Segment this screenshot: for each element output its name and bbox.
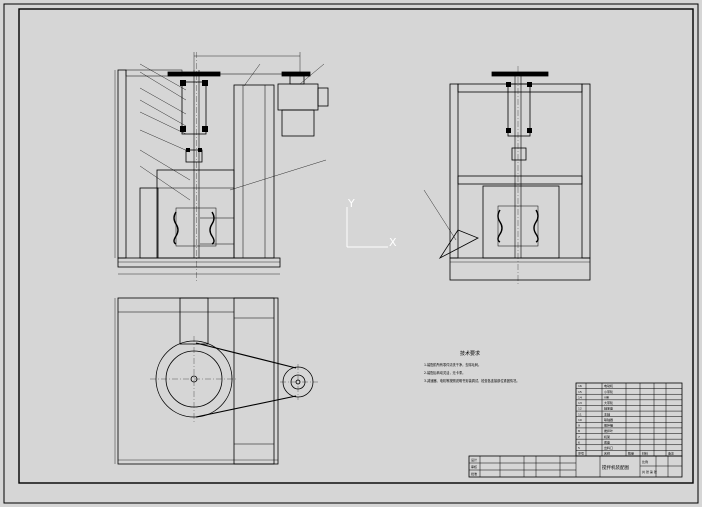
part-number: 5 (578, 446, 580, 450)
part-name: 搅拌叶 (604, 428, 613, 433)
technical-notes: 技术要求 1.装配前所有零件清洗干净，去除毛刺。 2.装配后转动灵活，无卡滞。 … (424, 350, 519, 383)
inner-frame (18, 8, 694, 484)
part-number: 13 (578, 401, 582, 405)
sheet-label: 共 张 第 张 (642, 469, 657, 474)
parts-header-cell: 序号 (578, 451, 584, 456)
part-name: 搅拌桶 (604, 423, 613, 428)
approver-label: 批准 (471, 471, 477, 476)
part-name: 出料口 (604, 445, 613, 450)
part-name: 大带轮 (604, 400, 613, 405)
part-name: 联轴器 (604, 417, 613, 422)
part-number: 16 (578, 384, 582, 388)
parts-list-text: 16 电动机 15 小带轮 14 V带 13 大带轮 12 轴承座 11 主轴 10 联轴器 9 搅拌桶 8 搅拌… (578, 383, 674, 455)
part-number: 10 (578, 418, 582, 422)
side-view-bearings (506, 82, 532, 133)
part-name: 电动机 (604, 383, 613, 388)
part-name: 小带轮 (604, 389, 613, 394)
designer-label: 设计 (471, 457, 477, 462)
part-number: 11 (578, 412, 582, 416)
part-name: 主轴 (604, 411, 610, 416)
part-number: 9 (578, 424, 580, 428)
part-number: 14 (578, 395, 582, 399)
scale-label: 比例 (642, 459, 648, 464)
part-number: 7 (578, 435, 580, 439)
notes-title: 技术要求 (460, 350, 480, 357)
part-number: 8 (578, 429, 580, 433)
part-number: 15 (578, 390, 582, 394)
outer-frame (3, 3, 699, 504)
part-name: 轴承座 (604, 406, 613, 411)
notes-line: 2.装配后转动灵活，无卡滞。 (424, 370, 465, 375)
drawing-title: 搅拌机装配图 (602, 464, 629, 471)
front-view-bearings (180, 80, 208, 152)
title-block-text: 设计 审核 批准 搅拌机装配图 比例 共 张 第 张 (471, 457, 657, 476)
ucs-x-label: X (389, 236, 397, 249)
parts-header-cell: 名称 (604, 451, 610, 456)
title-block (468, 455, 683, 478)
parts-header-cell: 备注 (668, 451, 674, 456)
checker-label: 审核 (471, 464, 477, 469)
top-view (114, 297, 318, 465)
part-number: 6 (578, 440, 580, 444)
part-number: 12 (578, 407, 582, 411)
parts-list (575, 382, 683, 457)
part-name: 底座 (604, 439, 610, 444)
notes-line: 1.装配前所有零件清洗干净，去除毛刺。 (424, 362, 481, 367)
side-view (423, 66, 591, 284)
front-view (114, 52, 329, 282)
parts-header-cell: 数量 (628, 451, 634, 456)
part-name: 机架 (604, 434, 610, 439)
ucs-icon (346, 207, 388, 248)
ucs-y-label: Y (347, 197, 355, 210)
notes-line: 3.减速器、电机等按照说明书安装调试，检查各连接部位紧固情况。 (424, 378, 519, 383)
part-name: V带 (604, 394, 609, 399)
parts-header-cell: 材料 (642, 451, 648, 456)
